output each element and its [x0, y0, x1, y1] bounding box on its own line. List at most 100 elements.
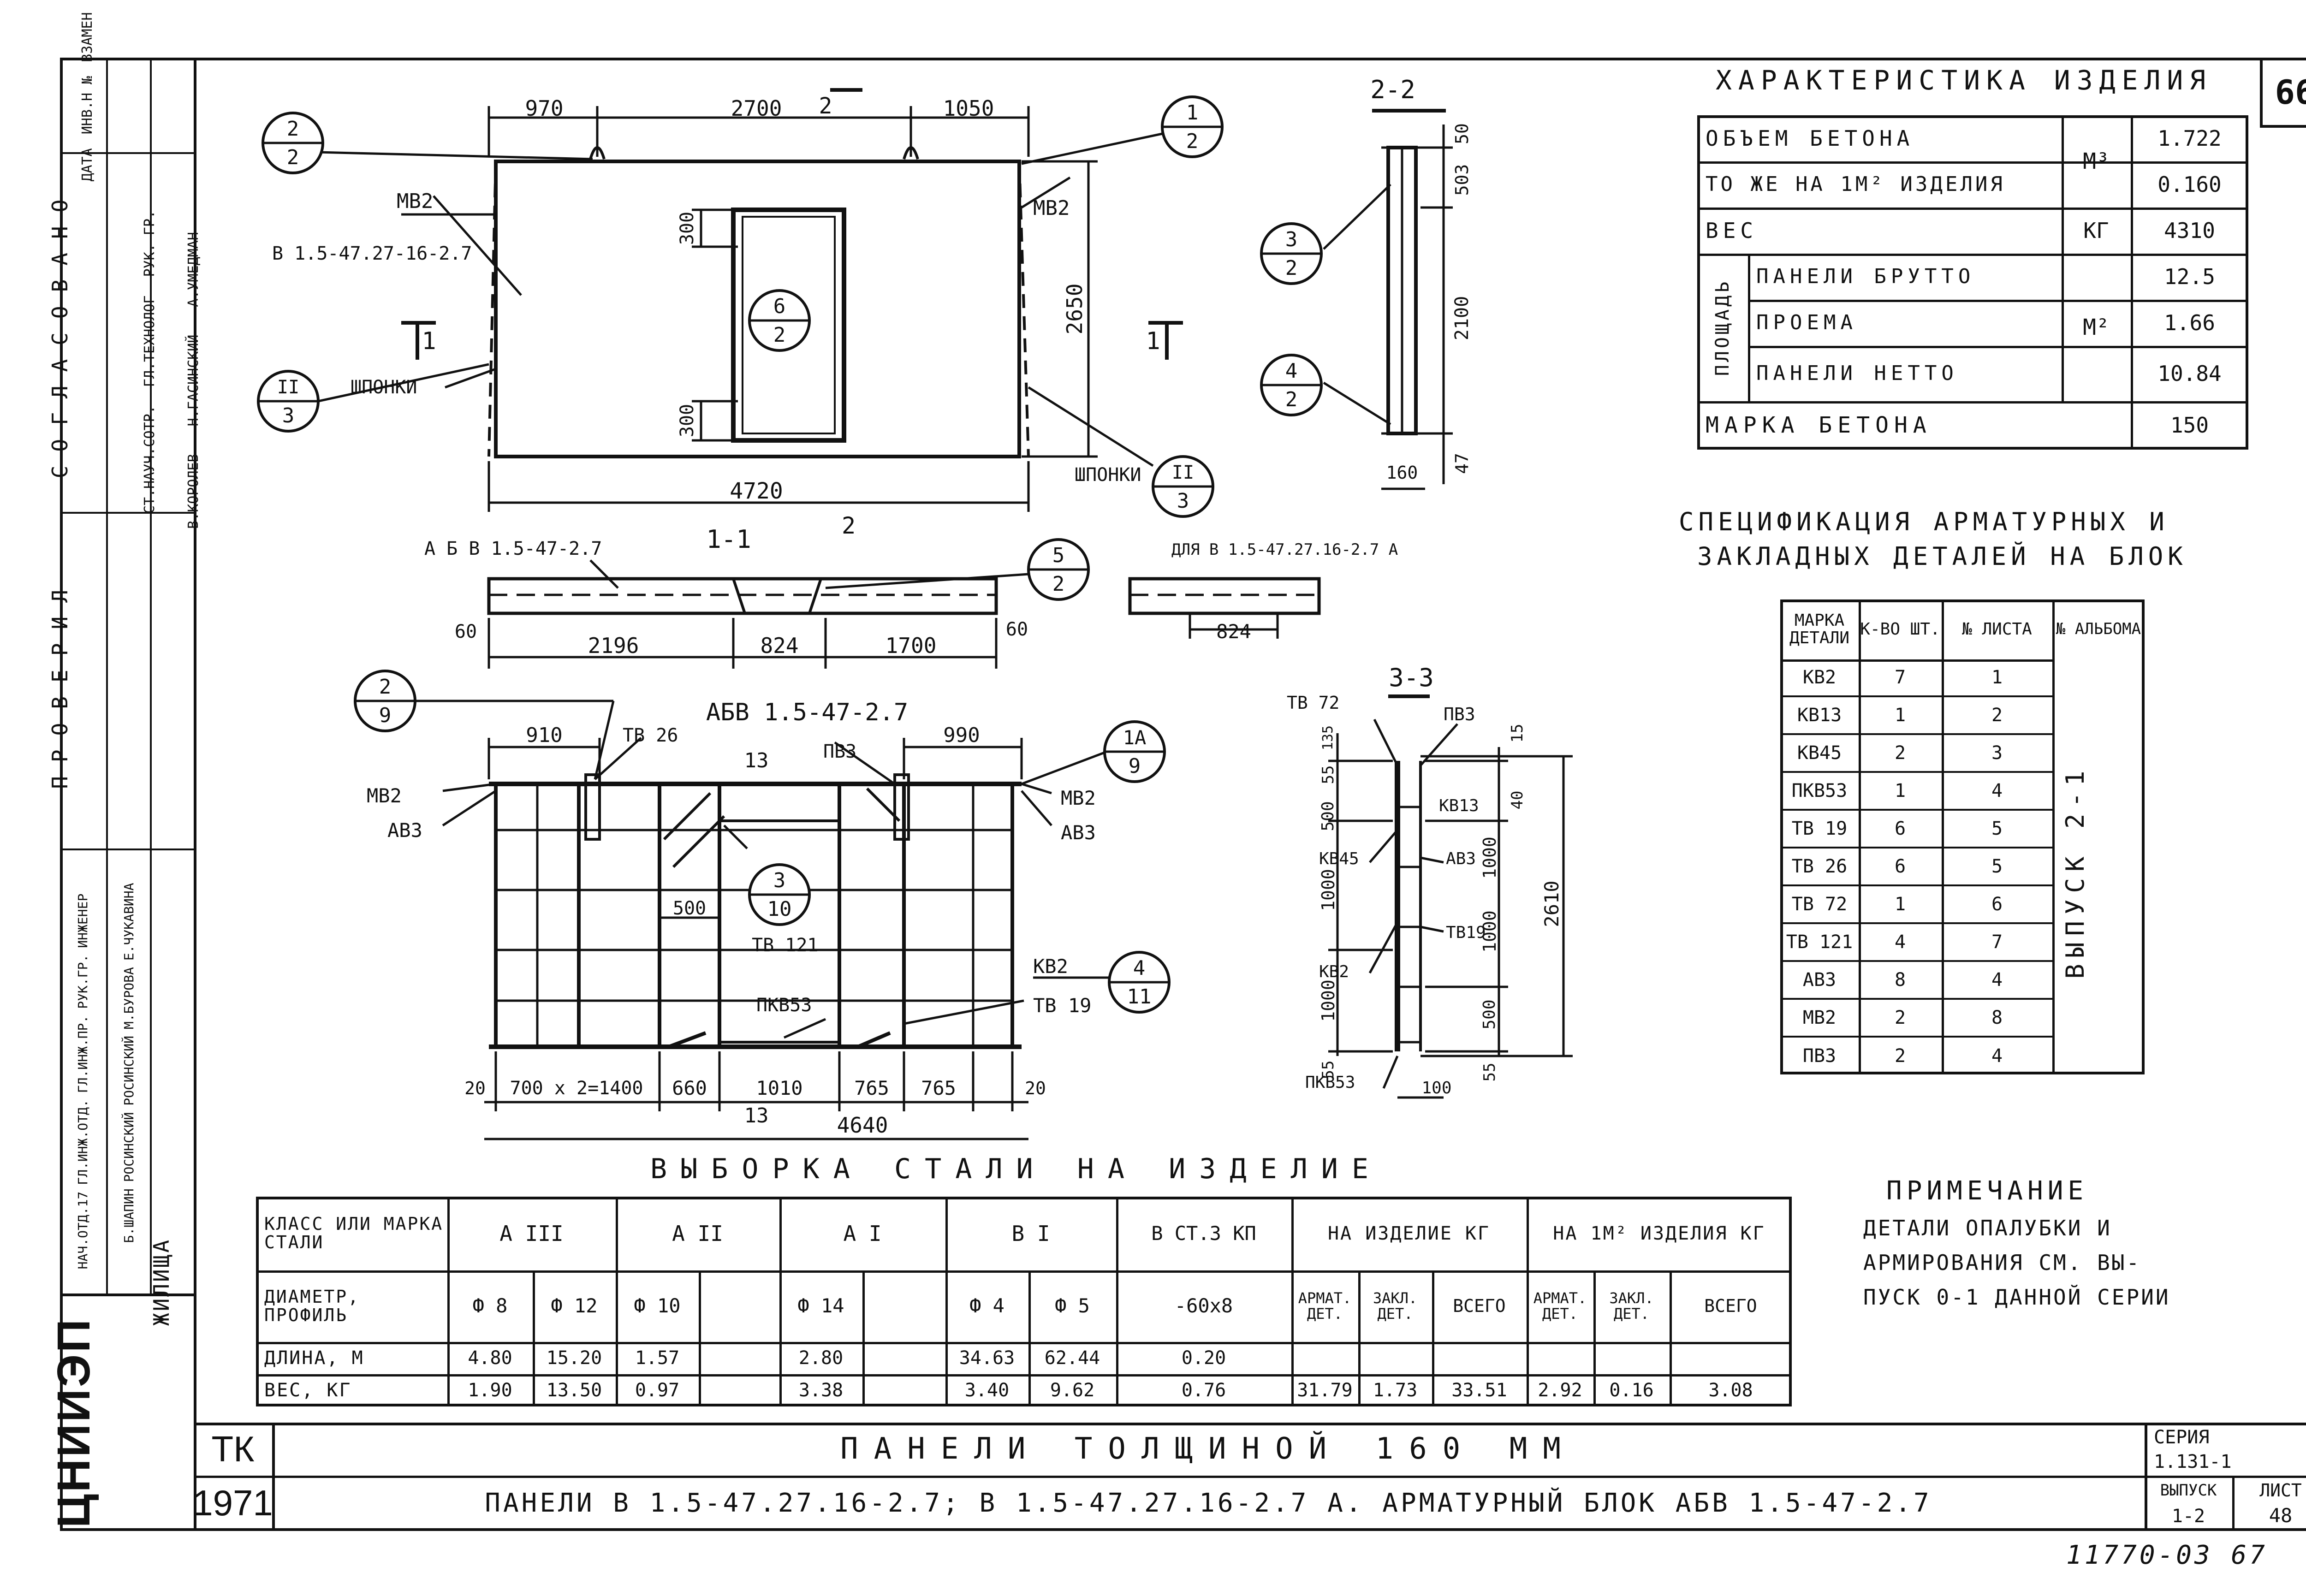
label-tb72: ТВ 72 — [1287, 693, 1340, 713]
label-kv2-s33: КВ2 — [1319, 962, 1349, 981]
char-unit-m2: М² — [2083, 314, 2110, 340]
characteristics-table — [1697, 115, 2248, 450]
dim-1050: 1050 — [943, 96, 994, 121]
side-agreed: СОГЛАСОВАНО — [47, 185, 72, 479]
s33-dimR-15: 15 — [1508, 724, 1527, 743]
spec-header-qty: К-ВО ШТ. — [1860, 620, 1940, 639]
block-dim-765-b: 765 — [921, 1077, 956, 1099]
callout-II-3-right-bottom: 3 — [1177, 489, 1189, 513]
callout-1A-9-top: 1А — [1123, 726, 1147, 749]
block-dim-500: 500 — [672, 898, 707, 919]
panel-outline — [494, 160, 1021, 458]
steel-length-label: ДЛИНА, М — [264, 1347, 364, 1369]
s22-dim-47: 47 — [1452, 453, 1472, 474]
char-row-gross: ПАНЕЛИ БРУТТО — [1756, 264, 1975, 288]
label-mv2-left: МВ2 — [397, 190, 434, 213]
s33-dimR-55: 55 — [1480, 1062, 1499, 1082]
block-section-mark-13-top: 13 — [744, 749, 769, 772]
callout-3-10-bottom: 10 — [767, 897, 792, 921]
stamp-series: 1.131-1 — [2154, 1451, 2232, 1472]
steel-title: ВЫБОРКА СТАЛИ НА ИЗДЕЛИЕ — [650, 1153, 1382, 1185]
side-stamp — [60, 58, 194, 1531]
char-row-net: ПАНЕЛИ НЕТТО — [1756, 361, 1958, 385]
label-pkv53-s33: ПКВ53 — [1305, 1073, 1355, 1092]
char-value-weight: 4310 — [2164, 218, 2215, 243]
label-panel-mark: В 1.5-47.27-16-2.7 — [272, 243, 472, 264]
label-tb121: ТВ 121 — [752, 935, 819, 956]
section-mark-2-top: 2 — [819, 93, 832, 119]
stamp-sheet-label: ЛИСТ — [2259, 1480, 2302, 1501]
s22-dim-503: 503 — [1452, 164, 1472, 196]
block-dim-660: 660 — [672, 1077, 707, 1099]
callout-3-2-top: 3 — [1285, 228, 1298, 251]
callout-5-2-bottom: 2 — [1052, 572, 1065, 596]
spec-title-1: СПЕЦИФИКАЦИЯ АРМАТУРНЫХ И — [1679, 507, 2169, 536]
s33-dimL-55b: 55 — [1319, 1060, 1337, 1080]
section-mark-11-left: 1 — [422, 327, 436, 355]
note-line-2: АРМИРОВАНИЯ СМ. ВЫ- — [1863, 1250, 2141, 1275]
dim-2700: 2700 — [731, 96, 782, 121]
s33-dimL-1000a: 1000 — [1318, 869, 1338, 911]
steel-class-ai: А I — [843, 1221, 882, 1246]
stamp-title-1: ПАНЕЛИ ТОЛЩИНОЙ 160 ММ — [840, 1431, 1576, 1466]
char-row-per-m2: ТО ЖЕ НА 1М² ИЗДЕЛИЯ — [1706, 172, 2005, 196]
callout-4-11-bottom: 11 — [1127, 985, 1152, 1009]
block-dim-990: 990 — [943, 724, 980, 747]
label-av3-s33: АВ3 — [1446, 849, 1476, 868]
section33-title: 3-3 — [1389, 663, 1434, 692]
block-outline — [494, 782, 1014, 1049]
char-value-opening: 1.66 — [2164, 310, 2215, 335]
char-value-grade: 150 — [2170, 413, 2209, 438]
block-dim-700x2: 700 x 2=1400 — [510, 1078, 643, 1099]
s11-dim-2196: 2196 — [588, 633, 639, 658]
callout-3-2-bottom: 2 — [1285, 256, 1298, 280]
s33-dimL-1000b: 1000 — [1318, 979, 1338, 1022]
s11-dim-824: 824 — [760, 633, 799, 658]
side-roles-bottom: НАЧ.ОТД.17 ГЛ.ИНЖ.ОТД. ГЛ.ИНЖ.ПР. РУК.ГР… — [75, 893, 91, 1270]
s33-overall-2610: 2610 — [1540, 880, 1563, 927]
steel-class-aii: А II — [672, 1221, 723, 1246]
block-dim-1010: 1010 — [756, 1077, 803, 1099]
callout-II-3-left-top: II — [277, 377, 300, 398]
char-row-weight: ВЕС — [1706, 218, 1758, 243]
callout-5-2-top: 5 — [1052, 544, 1065, 567]
stamp-tk: ТК — [211, 1428, 255, 1469]
section-mark-11-right: 1 — [1146, 327, 1160, 355]
char-row-opening: ПРОЕМА — [1756, 310, 1857, 334]
s33-dimL-500: 500 — [1319, 801, 1337, 831]
label-shponki-left: ШПОНКИ — [351, 377, 417, 398]
callout-2-2-top: 2 — [286, 117, 299, 141]
s22-dim-50: 50 — [1452, 123, 1472, 144]
dim-300-bottom: 300 — [677, 403, 698, 438]
characteristics-title: ХАРАКТЕРИСТИКА ИЗДЕЛИЯ — [1716, 65, 2212, 96]
label-av3-block-right: АВ3 — [1061, 821, 1096, 844]
callout-1A-9-bottom: 9 — [1128, 754, 1141, 778]
callout-6-2-bottom: 2 — [773, 323, 786, 347]
steel-weight-label: ВЕС, КГ — [264, 1380, 352, 1401]
stamp-issue-label: ВЫПУСК — [2160, 1481, 2217, 1500]
callout-1-2-bottom: 2 — [1186, 130, 1199, 153]
block-dim-910: 910 — [526, 724, 563, 747]
spec-header-mark: МАРКА ДЕТАЛИ — [1789, 611, 1850, 647]
steel-h-item: НА ИЗДЕЛИЕ КГ — [1327, 1223, 1491, 1244]
steel-h-profile: ДИАМЕТР, ПРОФИЛЬ — [264, 1286, 360, 1325]
label-tb19-block: ТВ 19 — [1033, 994, 1092, 1017]
label-mv2-right: МВ2 — [1033, 196, 1070, 220]
stamp-sheet: 48 — [2269, 1504, 2293, 1527]
callout-II-3-right-top: II — [1171, 462, 1195, 483]
s33-dimR-1000b: 1000 — [1480, 910, 1500, 953]
block-dim-20-right: 20 — [1025, 1078, 1046, 1098]
dim-970: 970 — [525, 96, 564, 121]
section22-title: 2-2 — [1370, 75, 1415, 104]
steel-class-vst3kp: В СТ.3 КП — [1151, 1222, 1256, 1245]
stamp-year: 1971 — [193, 1483, 273, 1524]
